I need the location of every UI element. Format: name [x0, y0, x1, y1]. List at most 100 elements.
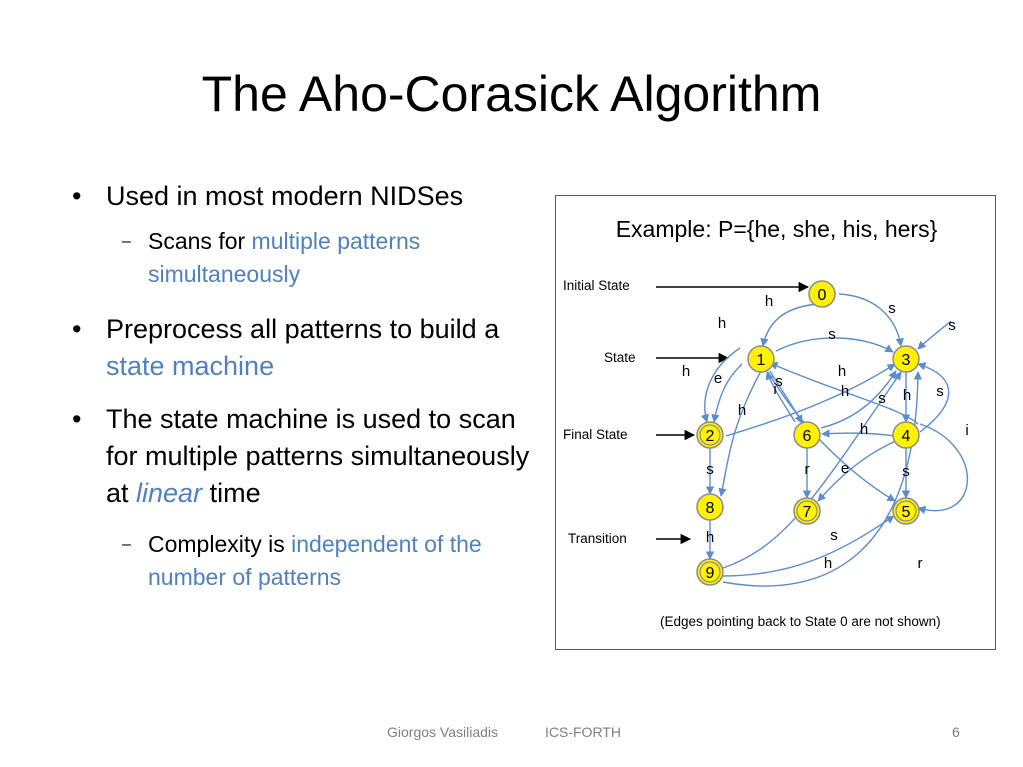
edge-label: i — [965, 422, 968, 439]
edge-label: s — [902, 463, 910, 480]
sub-bullet-item: – Complexity is independent of the numbe… — [72, 528, 552, 594]
transition-edge — [838, 293, 904, 347]
edge-label: e — [714, 370, 722, 387]
final-state-ring — [699, 424, 721, 446]
transition-edge — [917, 423, 969, 515]
edge-label: s — [775, 373, 783, 390]
edge-label: h — [765, 293, 773, 310]
state-circle — [892, 345, 920, 373]
edge-label: h — [841, 383, 849, 400]
edge-label: s — [888, 300, 896, 317]
diagram-note: (Edges pointing back to State 0 are not … — [660, 614, 941, 629]
final-state-ring — [796, 500, 818, 522]
edge-label: h — [738, 402, 746, 419]
transition-edge — [917, 362, 950, 433]
state-circle — [793, 421, 821, 449]
state-circle — [696, 493, 724, 521]
edge-label: e — [841, 460, 849, 477]
sub-bullet-item: – Scans for multiple patterns simultaneo… — [72, 225, 552, 291]
legend-final-state: Final State — [563, 427, 628, 442]
bullet-text: The state machine is used to scan for mu… — [106, 404, 530, 508]
state-label: 6 — [803, 428, 812, 445]
transition-edge — [725, 363, 896, 437]
bullet-item: • Preprocess all patterns to build a sta… — [72, 311, 552, 385]
footer-org: ICS-FORTH — [545, 724, 621, 740]
slide-title: The Aho-Corasick Algorithm — [201, 66, 822, 122]
bullet-dot: • — [72, 404, 82, 434]
state-node-7: 7 — [793, 497, 821, 525]
edge-label: s — [830, 527, 838, 544]
highlight-text: independent of the number of patterns — [148, 531, 482, 590]
example-caption: Example: P={he, she, his, hers} — [615, 216, 938, 242]
bullet-text: Used in most modern NIDSes — [106, 181, 464, 211]
transition-edge — [769, 362, 919, 425]
state-label: 1 — [757, 352, 766, 369]
edge-label: s — [878, 390, 886, 407]
state-label: 7 — [803, 504, 812, 521]
state-node-1: 1 — [747, 345, 775, 373]
footer-page-number: 6 — [952, 724, 960, 740]
bullet-text-end: time — [202, 478, 261, 508]
transition-edge — [765, 371, 796, 423]
state-node-6: 6 — [793, 421, 821, 449]
final-state-ring — [895, 500, 917, 522]
bullet-item: • The state machine is used to scan for … — [72, 401, 552, 512]
state-circle — [808, 280, 836, 308]
transition-edge — [722, 371, 902, 569]
edge-label: s — [828, 326, 836, 343]
state-nodes: 0 1 2 3 4 5 6 7 8 9 — [696, 280, 920, 586]
state-circle — [892, 421, 920, 449]
transition-edge — [722, 515, 895, 577]
transition-edge — [917, 320, 952, 350]
edge-label: i — [773, 381, 776, 398]
state-machine-diagram: Initial State State Final State Transiti… — [563, 278, 969, 629]
state-label: 8 — [706, 500, 715, 517]
sub-bullet-text: Complexity is — [148, 531, 292, 557]
state-node-0: 0 — [808, 280, 836, 308]
legend-state: State — [604, 350, 636, 365]
transition-edge — [700, 347, 741, 423]
edge-label: h — [838, 363, 846, 380]
footer-author: Giorgos Vasiliadis — [387, 724, 499, 740]
transition-edge — [718, 370, 762, 497]
transition-edge — [767, 371, 896, 502]
transition-edge — [760, 303, 821, 347]
transition-edges — [700, 293, 969, 587]
legend-initial-state: Initial State — [563, 278, 630, 293]
state-label: 0 — [818, 287, 827, 304]
transition-edge — [821, 429, 896, 438]
state-label: 5 — [902, 504, 911, 521]
state-label: 2 — [706, 428, 715, 445]
state-label: 3 — [902, 352, 911, 369]
edge-label: r — [805, 461, 810, 478]
edge-label: r — [918, 555, 923, 572]
bullet-dot: • — [72, 181, 82, 211]
state-label: 9 — [706, 565, 715, 582]
transition-edge — [820, 370, 897, 429]
state-node-2: 2 — [696, 421, 724, 449]
edge-label: h — [706, 529, 714, 546]
highlight-text: multiple patterns simultaneously — [148, 228, 421, 287]
state-label: 4 — [902, 428, 911, 445]
state-circle — [747, 345, 775, 373]
state-node-5: 5 — [892, 497, 920, 525]
bullet-dot: • — [72, 314, 82, 344]
sub-bullet-text: Scans for — [148, 228, 252, 254]
state-machine-figure: Example: P={he, she, his, hers} Initial … — [555, 195, 996, 650]
state-node-4: 4 — [892, 421, 920, 449]
italic-highlight-text: linear — [136, 478, 203, 508]
dash-marker: – — [122, 536, 131, 553]
edge-label: h — [718, 315, 726, 332]
legend-transition: Transition — [568, 531, 627, 546]
edge-label: s — [936, 383, 944, 400]
transition-edge — [775, 337, 894, 353]
state-circle — [696, 558, 724, 586]
edge-label: h — [824, 555, 832, 572]
state-node-8: 8 — [696, 493, 724, 521]
state-node-9: 9 — [696, 558, 724, 586]
state-circle — [696, 421, 724, 449]
final-state-ring — [699, 561, 721, 583]
bullet-item: • Used in most modern NIDSes — [72, 178, 552, 215]
edge-label: h — [903, 387, 911, 404]
